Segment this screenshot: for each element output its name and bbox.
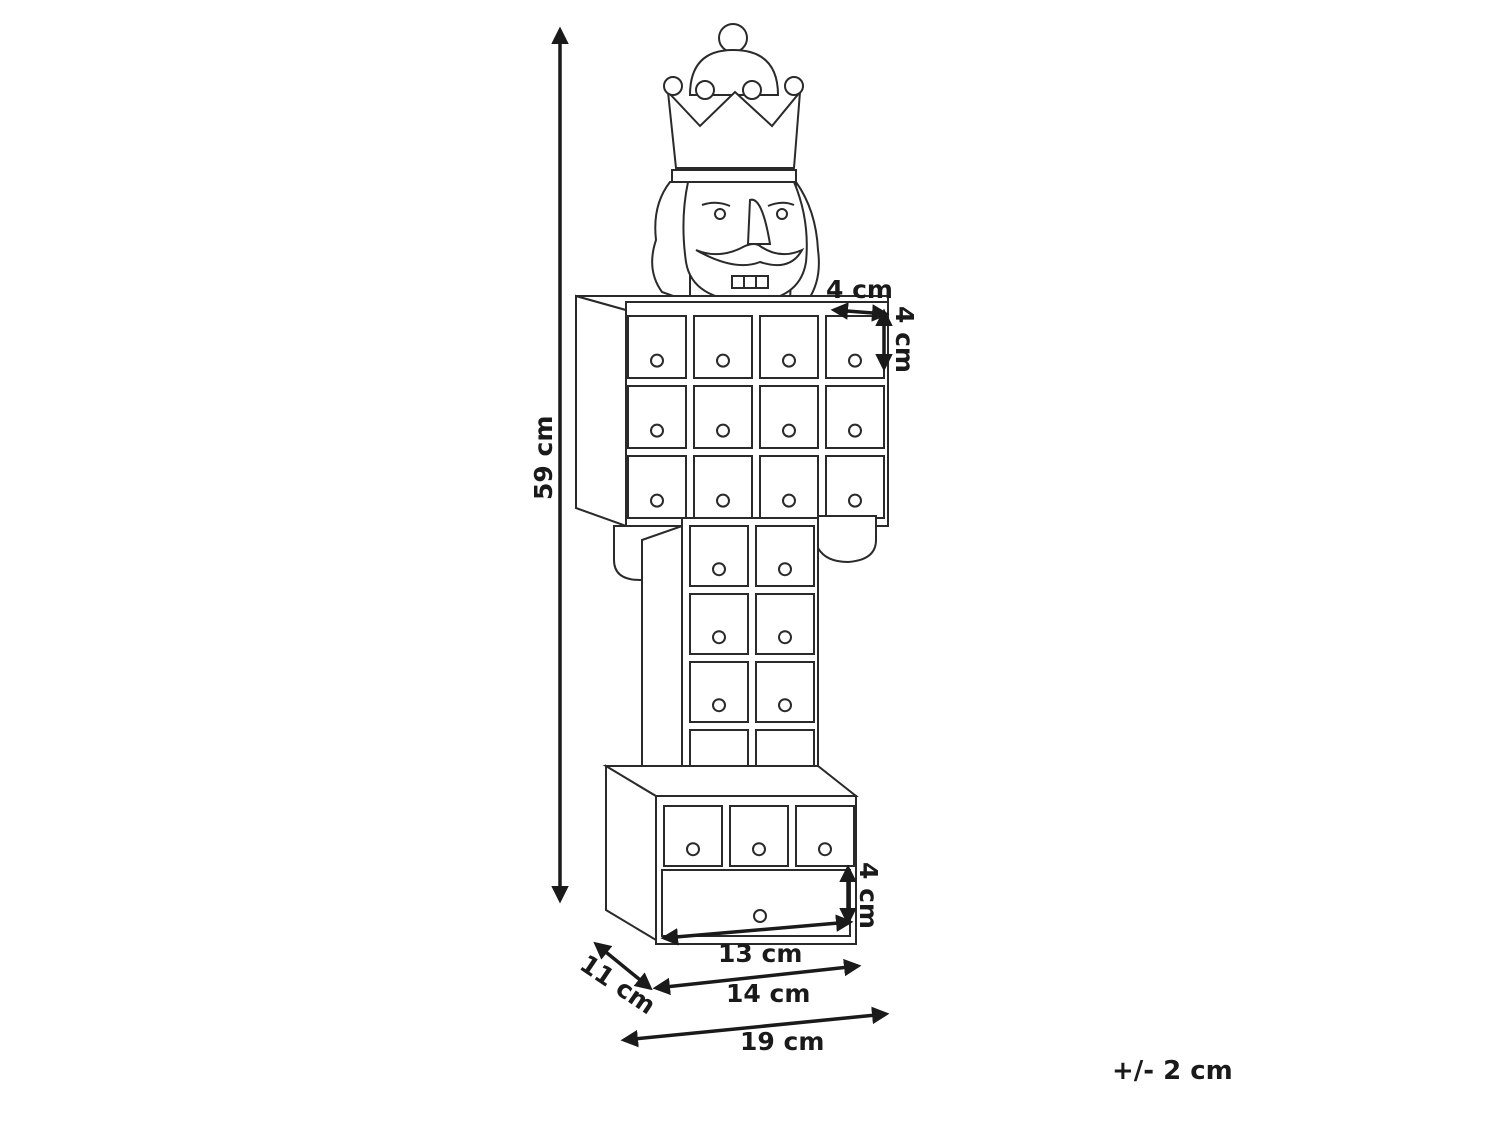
middle-drawer <box>689 661 749 723</box>
drawer-knob <box>650 423 664 438</box>
bottom-drawer-width-label: 13 cm <box>718 939 802 968</box>
depth-arrow <box>593 941 653 991</box>
nutcracker-figure <box>575 23 889 945</box>
tolerance-note: +/- 2 cm <box>1112 1056 1233 1086</box>
middle-drawer <box>689 525 749 587</box>
base-drawer <box>663 805 723 867</box>
base-width-label: 14 cm <box>726 979 810 1008</box>
upper-drawer <box>759 455 819 519</box>
upper-drawer <box>693 455 753 519</box>
height-label: 59 cm <box>529 416 558 500</box>
drawer-knob <box>650 353 664 368</box>
drawer-knob <box>712 698 726 713</box>
drawer-knob <box>650 493 664 508</box>
upper-drawer <box>627 315 687 379</box>
total-width-arrow <box>620 1006 890 1048</box>
drawer-knob <box>778 630 792 645</box>
crown <box>663 23 804 183</box>
drawer-knob <box>848 353 862 368</box>
upper-drawer-grid <box>627 315 885 519</box>
base-drawer <box>729 805 789 867</box>
face <box>682 181 808 304</box>
drawer-knob <box>782 493 796 508</box>
upper-drawer <box>693 315 753 379</box>
middle-drawer <box>755 593 815 655</box>
total-width-label: 19 cm <box>740 1027 824 1056</box>
drawer-knob <box>848 493 862 508</box>
drawer-knob <box>782 353 796 368</box>
middle-drawer <box>755 661 815 723</box>
middle-drawer <box>689 593 749 655</box>
drawer-knob <box>848 423 862 438</box>
upper-drawer <box>759 315 819 379</box>
drawer-knob <box>716 423 730 438</box>
hair <box>651 181 691 304</box>
middle-drawer-grid <box>689 525 815 791</box>
drawer-knob <box>778 698 792 713</box>
upper-drawer <box>825 385 885 449</box>
drawer-height-label: 4 cm <box>890 306 919 373</box>
upper-drawer <box>825 455 885 519</box>
middle-drawer <box>755 525 815 587</box>
base-drawer <box>795 805 855 867</box>
drawer-knob <box>712 630 726 645</box>
right-arm <box>817 515 877 564</box>
drawer-knob <box>778 562 792 577</box>
drawer-knob <box>716 493 730 508</box>
base-width-arrow <box>652 958 862 996</box>
drawer-knob <box>818 842 832 857</box>
upper-drawer <box>693 385 753 449</box>
upper-drawer <box>627 385 687 449</box>
drawer-knob <box>716 353 730 368</box>
base-drawer-grid <box>663 805 855 867</box>
bottom-drawer-width-arrow <box>660 914 854 946</box>
drawer-width-label: 4 cm <box>826 275 893 304</box>
drawer-knob <box>752 842 766 857</box>
upper-drawer <box>825 315 885 379</box>
drawer-knob <box>686 842 700 857</box>
drawer-knob <box>782 423 796 438</box>
drawer-knob <box>712 562 726 577</box>
bottom-drawer-height-label: 4 cm <box>854 862 883 929</box>
dimension-lines <box>551 26 893 1048</box>
upper-drawer <box>627 455 687 519</box>
upper-drawer <box>759 385 819 449</box>
